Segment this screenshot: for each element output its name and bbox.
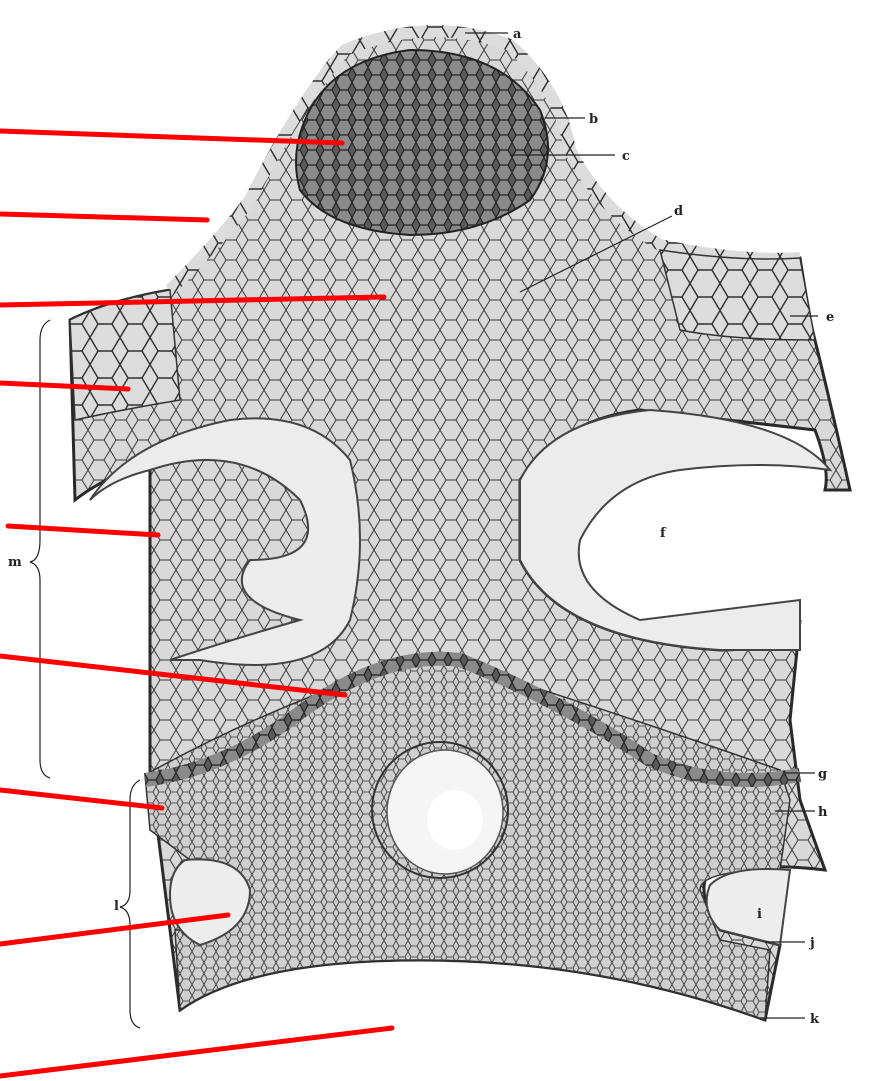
- label-c: c: [622, 149, 630, 164]
- pointer-line-5: [8, 526, 158, 535]
- label-a: a: [513, 27, 522, 42]
- collenchyma-left: [70, 290, 180, 420]
- label-h: h: [818, 805, 828, 820]
- bracket-m: [30, 320, 50, 778]
- label-l: l: [114, 899, 119, 914]
- pointer-line-9: [0, 1028, 392, 1076]
- label-j: j: [809, 936, 815, 951]
- label-e: e: [826, 310, 834, 325]
- label-f: f: [660, 526, 667, 541]
- collenchyma-right: [660, 250, 815, 340]
- pointer-line-7: [0, 790, 162, 808]
- label-g: g: [818, 767, 827, 782]
- label-k: k: [810, 1012, 820, 1027]
- label-m: m: [8, 555, 22, 570]
- pointer-line-2: [0, 214, 207, 220]
- label-d: d: [674, 204, 683, 219]
- bracket-l: [120, 780, 140, 1028]
- label-i: i: [757, 907, 762, 922]
- label-b: b: [589, 112, 598, 127]
